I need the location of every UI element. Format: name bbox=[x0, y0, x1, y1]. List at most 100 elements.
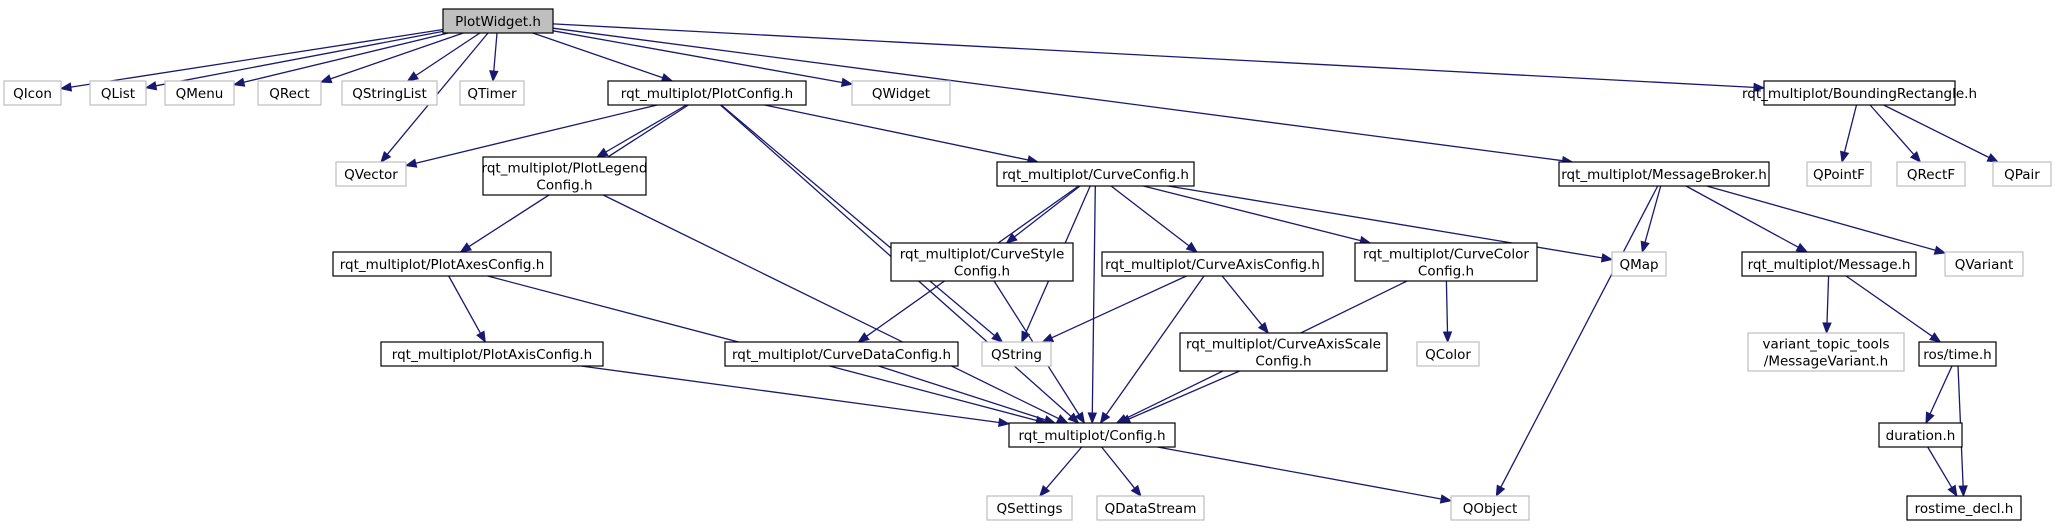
edge-message-to-varianttools bbox=[1822, 275, 1832, 335]
node-qpointf: QPointF bbox=[1806, 161, 1872, 187]
node-varianttools: variant_topic_tools/MessageVariant.h bbox=[1747, 332, 1905, 372]
node-label: Config.h bbox=[1255, 354, 1311, 370]
edge-plotconfig-to-qstring bbox=[720, 104, 1004, 343]
node-label: QRectF bbox=[1907, 167, 1955, 183]
node-qwidget: QWidget bbox=[851, 80, 951, 106]
node-curveconfig[interactable]: rqt_multiplot/CurveConfig.h bbox=[996, 161, 1195, 187]
edge-plotwidget-to-qicon bbox=[59, 28, 444, 92]
edge-plotaxis-to-config bbox=[580, 365, 1011, 428]
node-label: QDataStream bbox=[1105, 501, 1197, 517]
node-label: QPointF bbox=[1813, 167, 1865, 183]
edge-plotwidget-to-qwidget bbox=[552, 30, 854, 88]
node-qcolor: QColor bbox=[1416, 341, 1480, 367]
node-curveaxis[interactable]: rqt_multiplot/CurveAxisConfig.h bbox=[1101, 251, 1324, 277]
edge-plotwidget-to-qlist bbox=[144, 30, 444, 91]
node-messagebroker[interactable]: rqt_multiplot/MessageBroker.h bbox=[1558, 161, 1770, 187]
edge-config-to-qdatastream bbox=[1101, 446, 1142, 498]
node-label: QStringList bbox=[352, 86, 427, 102]
node-label: rqt_multiplot/CurveDataConfig.h bbox=[732, 347, 951, 363]
edge-curveconfig-to-curvecolor bbox=[1143, 185, 1372, 245]
edge-messagebroker-to-qvariant bbox=[1706, 185, 1947, 255]
node-label: variant_topic_tools bbox=[1762, 337, 1889, 353]
node-label: rqt_multiplot/PlotConfig.h bbox=[621, 86, 793, 102]
edge-curvecolor-to-qcolor bbox=[1442, 280, 1453, 344]
edge-plotwidget-to-plotconfig bbox=[532, 32, 674, 83]
edge-plotwidget-to-qstringlist bbox=[406, 32, 481, 82]
edge-plotwidget-to-qtimer bbox=[489, 32, 499, 83]
node-label: QVariant bbox=[1955, 257, 2014, 273]
edge-curvedata-to-config bbox=[878, 365, 1057, 425]
node-plotaxis[interactable]: rqt_multiplot/PlotAxisConfig.h bbox=[380, 341, 604, 367]
edge-boundingrect-to-qrectf bbox=[1869, 104, 1922, 164]
node-label: rqt_multiplot/Config.h bbox=[1018, 428, 1165, 444]
node-label: QIcon bbox=[13, 86, 52, 102]
node-qvector: QVector bbox=[335, 161, 407, 187]
node-duration[interactable]: duration.h bbox=[1878, 422, 1963, 448]
node-rostime[interactable]: ros/time.h bbox=[1918, 341, 1997, 367]
node-label: QRect bbox=[269, 86, 309, 102]
node-label: Config.h bbox=[954, 264, 1010, 280]
node-plotaxes[interactable]: rqt_multiplot/PlotAxesConfig.h bbox=[332, 251, 552, 277]
node-qstringlist: QStringList bbox=[341, 80, 438, 106]
node-label: QPair bbox=[2004, 167, 2040, 183]
node-label: QList bbox=[101, 86, 135, 102]
edge-plotwidget-to-qvector bbox=[380, 32, 489, 164]
node-label: QString bbox=[991, 347, 1042, 363]
node-label: QTimer bbox=[467, 86, 517, 102]
edge-boundingrect-to-qpair bbox=[1883, 104, 2000, 163]
edge-messagebroker-to-qmap bbox=[1640, 185, 1662, 254]
node-label: Config.h bbox=[1418, 264, 1474, 280]
node-qicon: QIcon bbox=[3, 80, 62, 106]
edge-plotwidget-to-qrect bbox=[319, 32, 464, 84]
node-qlist: QList bbox=[89, 80, 147, 106]
edge-duration-to-rostimedecl bbox=[1927, 446, 1958, 498]
edge-plotwidget-to-boundingrect bbox=[552, 23, 1766, 93]
node-label: duration.h bbox=[1886, 428, 1956, 444]
edge-curveaxis-to-config bbox=[1099, 275, 1205, 425]
edge-plotconfig-to-plotlegend bbox=[595, 104, 687, 158]
node-config[interactable]: rqt_multiplot/Config.h bbox=[1008, 422, 1176, 448]
node-label: QWidget bbox=[872, 86, 930, 102]
node-qrectf: QRectF bbox=[1896, 161, 1966, 187]
node-label: rqt_multiplot/Message.h bbox=[1748, 257, 1911, 273]
node-label: QSettings bbox=[997, 501, 1063, 517]
edge-messagebroker-to-message bbox=[1685, 185, 1809, 253]
node-label: /MessageVariant.h bbox=[1764, 354, 1888, 370]
node-qtimer: QTimer bbox=[459, 80, 525, 106]
node-plotconfig[interactable]: rqt_multiplot/PlotConfig.h bbox=[607, 80, 807, 106]
edge-config-to-qobject bbox=[1157, 446, 1453, 504]
node-plotwidget[interactable]: PlotWidget.h bbox=[442, 8, 554, 34]
edge-config-to-qsettings bbox=[1038, 446, 1083, 498]
edge-plotwidget-to-qmenu bbox=[232, 32, 449, 87]
node-label: rqt_multiplot/CurveAxisScale bbox=[1186, 337, 1381, 353]
node-label: rostime_decl.h bbox=[1915, 501, 2014, 517]
node-boundingrect[interactable]: rqt_multiplot/BoundingRectangle.h bbox=[1742, 80, 1977, 106]
node-label: rqt_multiplot/CurveConfig.h bbox=[1002, 167, 1189, 183]
edge-curveaxis-to-qstring bbox=[1041, 275, 1187, 343]
node-qobject: QObject bbox=[1450, 495, 1530, 521]
node-label: QObject bbox=[1463, 501, 1518, 517]
edge-message-to-rostime bbox=[1845, 275, 1942, 343]
node-qvariant: QVariant bbox=[1944, 251, 2024, 277]
node-curvedata[interactable]: rqt_multiplot/CurveDataConfig.h bbox=[724, 341, 959, 367]
node-message[interactable]: rqt_multiplot/Message.h bbox=[1741, 251, 1917, 277]
edge-boundingrect-to-qpointf bbox=[1840, 104, 1858, 164]
node-label: rqt_multiplot/CurveStyle bbox=[900, 247, 1065, 263]
edge-curveconfig-to-config bbox=[1087, 185, 1098, 425]
node-label: rqt_multiplot/PlotAxisConfig.h bbox=[392, 347, 592, 363]
node-label: rqt_multiplot/MessageBroker.h bbox=[1561, 167, 1767, 183]
edge-curveconfig-to-curvestyle bbox=[1005, 185, 1081, 244]
node-label: rqt_multiplot/BoundingRectangle.h bbox=[1742, 86, 1977, 102]
edge-plotconfig-to-curveconfig bbox=[764, 104, 1040, 165]
node-label: rqt_multiplot/PlotAxesConfig.h bbox=[340, 257, 545, 273]
node-qrect: QRect bbox=[257, 80, 322, 106]
node-qdatastream: QDataStream bbox=[1096, 495, 1205, 521]
node-rostimedecl[interactable]: rostime_decl.h bbox=[1906, 495, 2022, 521]
node-label: QColor bbox=[1425, 347, 1471, 363]
